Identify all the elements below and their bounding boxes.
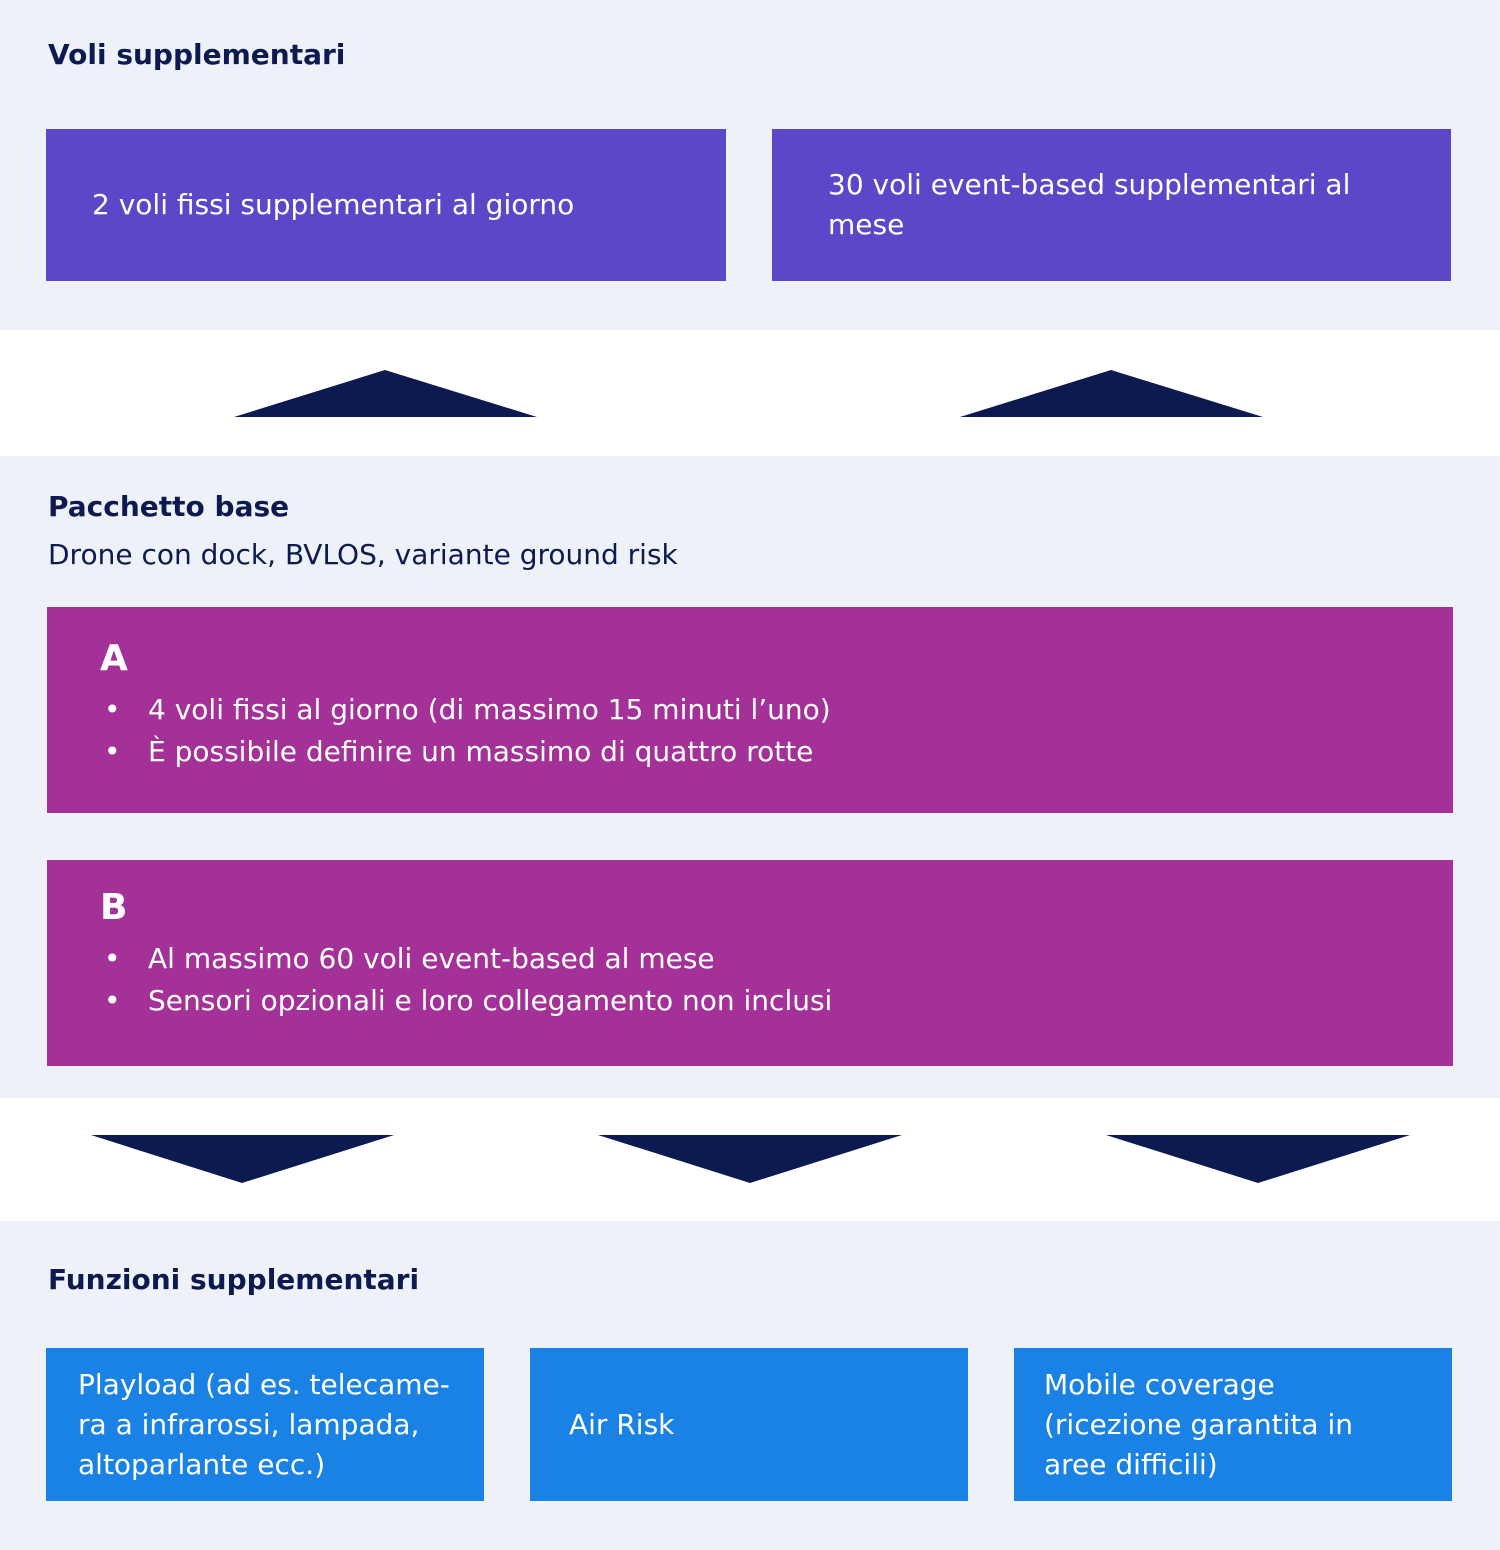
extra-event-flights-line-2: mese bbox=[828, 208, 905, 241]
extra-fixed-flights-text: 2 voli fissi supplementari al giorno bbox=[92, 188, 575, 221]
extra-event-flights-box: 30 voli event-based supplementari al mes… bbox=[772, 129, 1451, 281]
mobile-coverage-box: Mobile coverage (ricezione garantita in … bbox=[1014, 1348, 1452, 1501]
down-arrow-middle bbox=[598, 1135, 902, 1183]
option-a-letter: A bbox=[100, 638, 128, 679]
payload-line: ra a infrarossi, lampada, bbox=[78, 1407, 420, 1441]
option-a-bullet: È possibile definire un massimo di quatt… bbox=[100, 731, 831, 773]
up-arrow-right bbox=[960, 370, 1263, 417]
up-arrows bbox=[234, 370, 1263, 417]
mobile-coverage-line: aree difficili) bbox=[1044, 1447, 1218, 1481]
up-arrow-left bbox=[234, 370, 537, 417]
option-b-bullet: Sensori opzionali e loro collegamento no… bbox=[100, 980, 832, 1022]
option-b-bullets: Al massimo 60 voli event-based al mese S… bbox=[100, 938, 832, 1022]
extra-functions-panel: Funzioni supplementari Playload (ad es. … bbox=[0, 1221, 1500, 1550]
extra-fixed-flights-box: 2 voli fissi supplementari al giorno bbox=[46, 129, 726, 281]
mobile-coverage-line: Mobile coverage bbox=[1044, 1367, 1275, 1401]
base-package-heading: Pacchetto base bbox=[48, 490, 290, 523]
down-arrow-right bbox=[1106, 1135, 1410, 1183]
payload-box: Playload (ad es. telecame- ra a infraros… bbox=[46, 1348, 484, 1501]
option-b-box: B Al massimo 60 voli event-based al mese… bbox=[47, 860, 1453, 1066]
mobile-coverage-line: (ricezione garantita in bbox=[1044, 1407, 1353, 1441]
air-risk-box: Air Risk bbox=[530, 1348, 968, 1501]
option-a-box: A 4 voli fissi al giorno (di massimo 15 … bbox=[47, 607, 1453, 813]
option-a-bullet: 4 voli fissi al giorno (di massimo 15 mi… bbox=[100, 689, 831, 731]
down-arrows bbox=[91, 1135, 1410, 1183]
down-arrow-left bbox=[91, 1135, 394, 1183]
extra-functions-heading: Funzioni supplementari bbox=[48, 1263, 420, 1296]
payload-line: Playload (ad es. telecame- bbox=[78, 1367, 450, 1401]
air-risk-text: Air Risk bbox=[569, 1407, 675, 1441]
supplementary-flights-panel: Voli supplementari 2 voli fissi suppleme… bbox=[0, 0, 1500, 330]
option-b-bullet: Al massimo 60 voli event-based al mese bbox=[100, 938, 832, 980]
payload-line: altoparlante ecc.) bbox=[78, 1447, 326, 1481]
option-a-bullets: 4 voli fissi al giorno (di massimo 15 mi… bbox=[100, 689, 831, 773]
supplementary-flights-heading: Voli supplementari bbox=[48, 38, 346, 71]
base-package-subheading: Drone con dock, BVLOS, variante ground r… bbox=[48, 538, 678, 571]
option-b-letter: B bbox=[100, 887, 128, 928]
base-package-panel: Pacchetto base Drone con dock, BVLOS, va… bbox=[0, 456, 1500, 1098]
extra-event-flights-line-1: 30 voli event-based supplementari al bbox=[828, 168, 1351, 201]
